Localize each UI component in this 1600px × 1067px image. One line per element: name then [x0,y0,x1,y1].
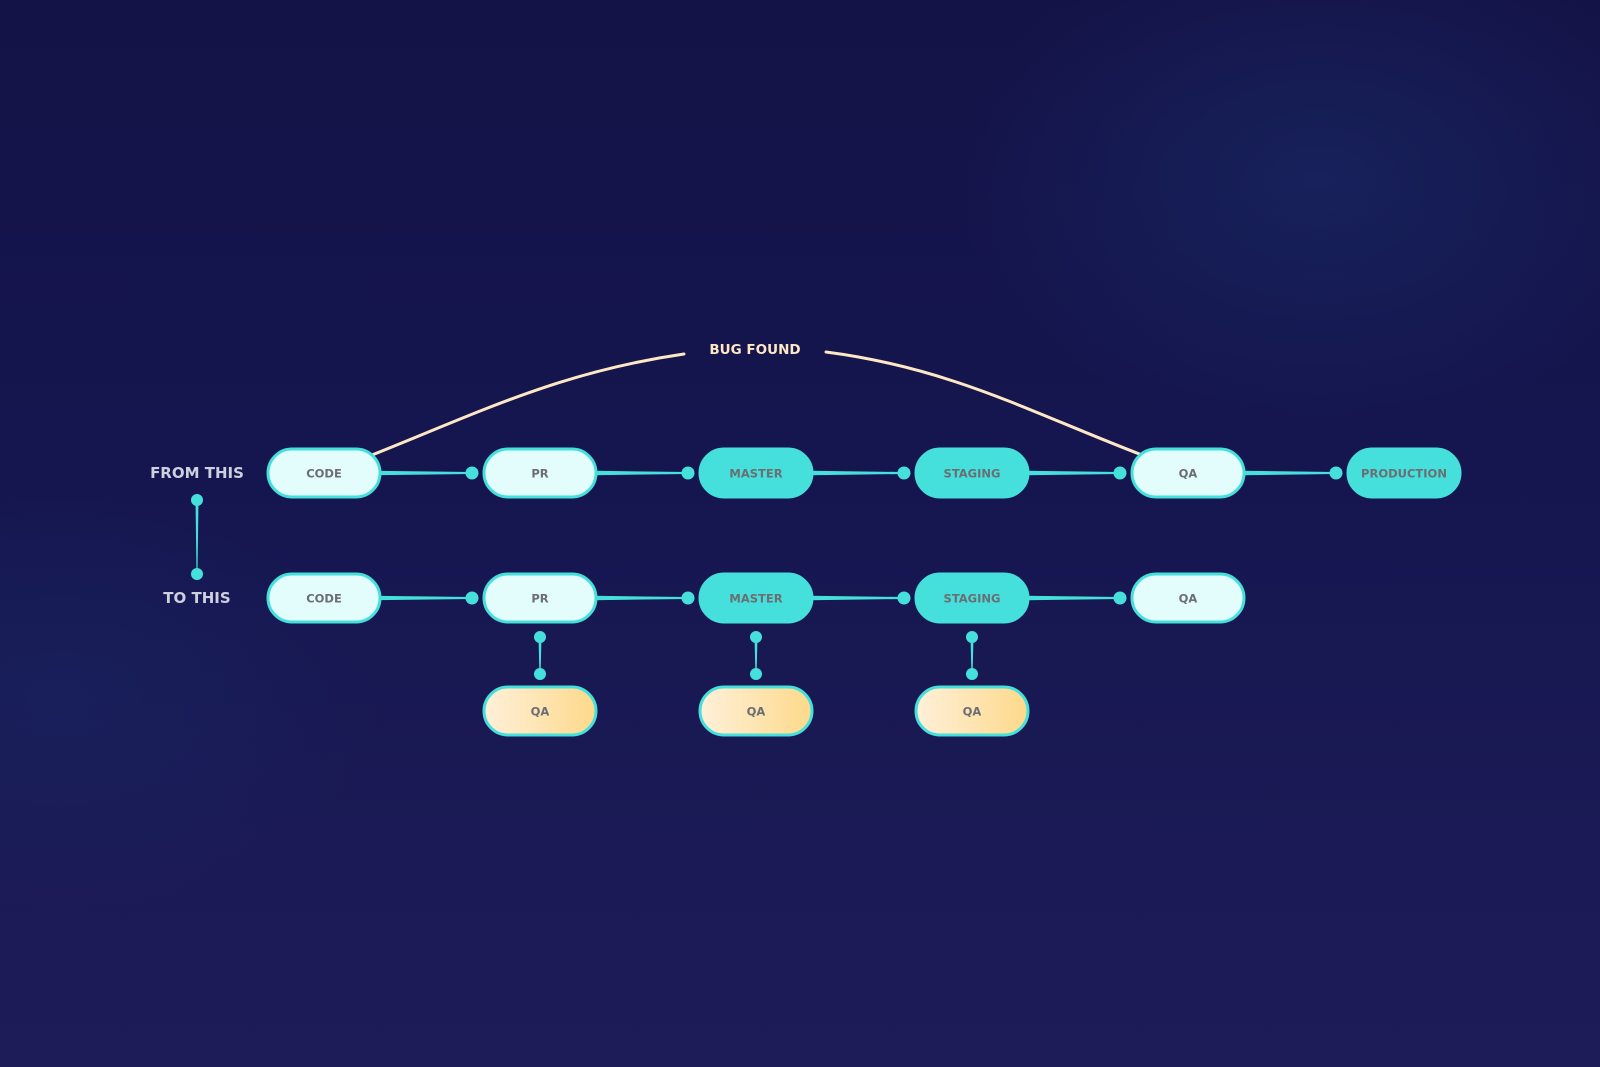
to-flow-node-staging-3: STAGING [914,572,1030,624]
bug-arc-left-line [370,352,686,457]
from-flow-node-code-0: CODE [266,447,382,499]
to-flow-node-master-2-label: MASTER [729,592,782,606]
to-flow-connector-1 [594,591,695,605]
to-flow-connector-3-line [1026,595,1120,601]
to-flow-node-code-0-label: CODE [306,592,342,606]
from-flow-connector-2 [810,466,911,480]
to-flow-node-staging-3-label: STAGING [944,592,1001,606]
qa-branch-node-0: QA [482,685,598,737]
from-flow-node-code-0-label: CODE [306,467,342,481]
from-flow-connector-4-line [1242,470,1336,476]
from-flow-node-master-2: MASTER [698,447,814,499]
qa-branch-node-2: QA [914,685,1030,737]
qa-branch-connector-0-line [538,637,542,674]
to-flow-node-master-2-shape [698,572,814,624]
to-this-label: TO THIS [163,589,230,607]
from-flow-connector-2-line [810,470,904,476]
from-flow-node-pr-1-label: PR [531,467,548,481]
to-flow-node-code-0-shape [266,572,382,624]
qa-branch-connector-1-bottom-dot [750,668,762,680]
qa-branch-connector-0-top-dot [534,631,546,643]
from-flow-connector-3-dot [1113,466,1127,480]
from-flow-node-production-5-label: PRODUCTION [1361,467,1447,481]
qa-branch-node-0-label: QA [531,705,550,719]
to-flow-node-code-0: CODE [266,572,382,624]
from-flow-node-qa-4: QA [1130,447,1246,499]
to-flow-connector-0-dot [465,591,479,605]
to-flow-connector-1-dot [681,591,695,605]
to-flow-connector-1-line [594,595,688,601]
to-flow-node-pr-1: PR [482,572,598,624]
flow-nodes: CODE PR MASTER STAGING QA PRODUCTION CODE PR MAS… [266,447,1462,737]
to-flow-node-qa-4-label: QA [1179,592,1198,606]
to-flow-node-pr-1-shape [482,572,598,624]
qa-branch-node-1-shape [698,685,814,737]
qa-branch-connector-1-top-dot [750,631,762,643]
qa-branch-node-2-shape [914,685,1030,737]
bug-found-label: BUG FOUND [709,342,800,358]
to-flow-connector-2-line [810,595,904,601]
from-flow-connector-1-line [594,470,688,476]
bug-found-arc: BUG FOUND [370,342,1144,457]
from-flow-connector-4-dot [1329,466,1343,480]
from-to-connector-line [195,500,199,574]
to-flow-node-qa-4-shape [1130,572,1246,624]
from-flow-connector-1 [594,466,695,480]
qa-branch-connector-2-bottom-dot [966,668,978,680]
from-flow-node-master-2-shape [698,447,814,499]
bug-arc-right-line [824,350,1144,457]
qa-branch-node-1-label: QA [747,705,766,719]
from-flow-connector-3-line [1026,470,1120,476]
flow-connectors [378,466,1343,680]
from-flow-node-production-5: PRODUCTION [1346,447,1462,499]
from-flow-connector-3 [1026,466,1127,480]
from-to-connector-top-dot [191,494,203,506]
to-flow-connector-2-dot [897,591,911,605]
from-flow-node-staging-3-label: STAGING [944,467,1001,481]
from-flow-node-staging-3-shape [914,447,1030,499]
to-flow-connector-0-line [378,595,472,601]
qa-branch-connector-1-line [754,637,758,674]
from-this-label: FROM THIS [150,464,244,482]
from-flow-connector-2-dot [897,466,911,480]
from-flow-node-qa-4-shape [1130,447,1246,499]
from-to-connector-bottom-dot [191,568,203,580]
to-flow-connector-3-dot [1113,591,1127,605]
qa-branch-node-1: QA [698,685,814,737]
qa-branch-node-2-label: QA [963,705,982,719]
to-flow-node-qa-4: QA [1130,572,1246,624]
from-flow-connector-0 [378,466,479,480]
from-flow-node-pr-1: PR [482,447,598,499]
from-flow-connector-4 [1242,466,1343,480]
from-flow-node-master-2-label: MASTER [729,467,782,481]
to-flow-connector-3 [1026,591,1127,605]
qa-branch-connector-1 [750,631,762,680]
from-flow-node-pr-1-shape [482,447,598,499]
from-flow-connector-0-line [378,470,472,476]
qa-branch-connector-0-bottom-dot [534,668,546,680]
to-flow-node-pr-1-label: PR [531,592,548,606]
to-flow-connector-2 [810,591,911,605]
qa-branch-connector-2 [966,631,978,680]
qa-branch-node-0-shape [482,685,598,737]
from-to-connector [191,494,203,580]
from-flow-node-code-0-shape [266,447,382,499]
from-flow-node-production-5-shape [1346,447,1462,499]
to-flow-node-master-2: MASTER [698,572,814,624]
from-flow-node-staging-3: STAGING [914,447,1030,499]
to-flow-connector-0 [378,591,479,605]
qa-branch-connector-0 [534,631,546,680]
qa-branch-connector-2-top-dot [966,631,978,643]
from-flow-node-qa-4-label: QA [1179,467,1198,481]
from-flow-connector-1-dot [681,466,695,480]
qa-branch-connector-2-line [970,637,974,674]
from-flow-connector-0-dot [465,466,479,480]
to-flow-node-staging-3-shape [914,572,1030,624]
